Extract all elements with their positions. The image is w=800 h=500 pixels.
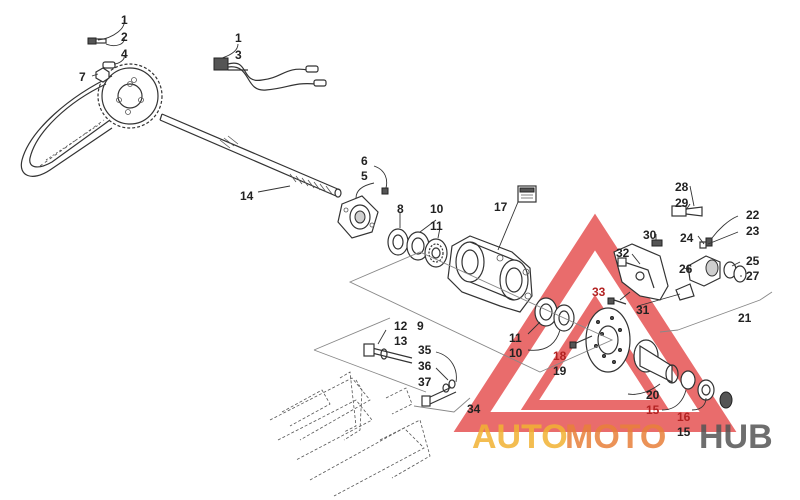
label-30: 30 xyxy=(643,228,657,242)
label-28: 28 xyxy=(675,180,689,194)
label-12: 12 xyxy=(394,319,408,333)
callout-labels: 1 2 4 7 1 3 6 5 14 8 10 11 17 9 11 10 12… xyxy=(79,13,760,439)
sprocket-fastener-4 xyxy=(102,61,116,69)
speed-sensor-harness xyxy=(213,57,327,91)
group-frame-34 xyxy=(413,397,471,413)
label-8: 8 xyxy=(397,202,404,216)
rear-sprocket xyxy=(97,63,163,129)
group-frame-9 xyxy=(348,251,614,373)
label-11-inner: 11 xyxy=(509,331,522,345)
label-1: 1 xyxy=(121,13,128,27)
label-31: 31 xyxy=(636,303,650,317)
label-10-inner: 10 xyxy=(509,346,523,360)
label-36: 36 xyxy=(418,359,432,373)
wheel-hub xyxy=(633,339,679,384)
mount-bolt-12-13 xyxy=(363,343,413,364)
mount-bolt-35-37 xyxy=(421,379,457,407)
label-7: 7 xyxy=(79,70,86,84)
label-37: 37 xyxy=(418,375,432,389)
label-20: 20 xyxy=(646,388,660,402)
watermark-hub: HUB xyxy=(699,418,773,456)
label-5: 5 xyxy=(361,169,368,183)
warning-decal xyxy=(517,185,537,203)
label-32: 32 xyxy=(616,246,630,260)
label-17: 17 xyxy=(494,200,508,214)
rear-axle-shaft xyxy=(159,113,342,198)
watermark-auto: AUTO xyxy=(472,418,568,456)
watermark-moto: MOTO xyxy=(565,418,666,456)
label-23: 23 xyxy=(746,224,760,238)
brake-caliper-bracket xyxy=(613,243,669,301)
caliper-body xyxy=(687,255,721,287)
label-27: 27 xyxy=(746,269,760,283)
label-13: 13 xyxy=(394,334,408,348)
label-26: 26 xyxy=(679,262,693,276)
caliper-bolt-33 xyxy=(607,297,627,305)
label-35: 35 xyxy=(418,343,432,357)
label-6: 6 xyxy=(361,154,368,168)
disc-bolt-18 xyxy=(569,335,593,349)
brake-disc xyxy=(585,307,631,373)
label-19: 19 xyxy=(553,364,567,378)
hub-seal-15 xyxy=(680,370,696,390)
hub-washer-16 xyxy=(697,379,715,401)
inner-bearing-11 xyxy=(534,297,558,327)
bearing-10 xyxy=(406,231,430,261)
label-18: 18 xyxy=(553,349,567,363)
label-15: 15 xyxy=(646,403,660,417)
sprocket-nut-7 xyxy=(95,67,110,83)
bearing-11 xyxy=(424,238,448,268)
label-24: 24 xyxy=(680,231,694,245)
label-10: 10 xyxy=(430,202,444,216)
label-33: 33 xyxy=(592,285,606,299)
label-16: 16 xyxy=(677,410,691,424)
label-1-sensor: 1 xyxy=(235,31,242,45)
seal-8 xyxy=(387,228,409,256)
drive-chain xyxy=(20,75,113,177)
group-frame-21 xyxy=(659,291,773,333)
hub-nut-15 xyxy=(719,391,733,409)
watermark-text: AUTO MOTO HUB xyxy=(472,418,773,456)
swingarm-frame-outline xyxy=(269,371,431,497)
group-frame-lower xyxy=(313,317,427,393)
label-9: 9 xyxy=(417,319,424,333)
label-22: 22 xyxy=(746,208,760,222)
axle-hub-flange xyxy=(337,195,379,239)
label-34: 34 xyxy=(467,402,481,416)
label-14: 14 xyxy=(240,189,254,203)
caliper-plate-31 xyxy=(675,283,695,301)
label-11: 11 xyxy=(430,219,443,233)
label-4: 4 xyxy=(121,47,128,61)
bleeder-28-29 xyxy=(671,205,703,217)
label-25: 25 xyxy=(746,254,760,268)
label-29: 29 xyxy=(675,196,689,210)
caliper-pin-30 xyxy=(651,239,663,247)
label-3: 3 xyxy=(235,48,242,62)
label-2: 2 xyxy=(121,30,128,44)
bearing-housing xyxy=(447,235,533,313)
sprocket-bolt-2 xyxy=(87,37,107,45)
label-21: 21 xyxy=(738,311,752,325)
flange-bolt-6 xyxy=(381,187,389,195)
label-15-nut: 15 xyxy=(677,425,691,439)
